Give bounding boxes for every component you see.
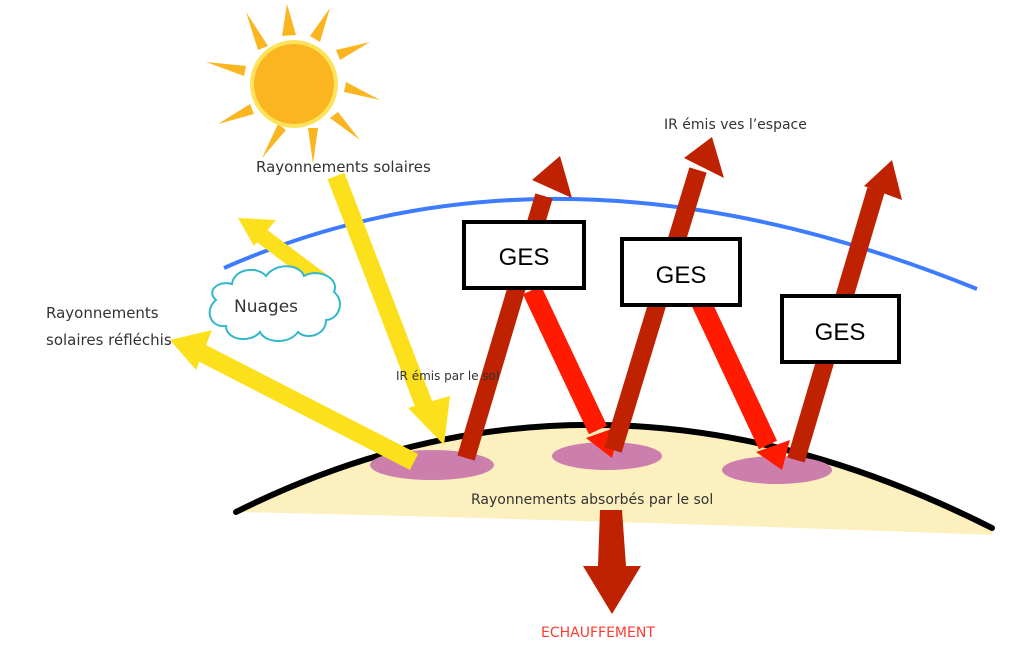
ir-down-arrow-2 (690, 295, 790, 470)
solar-incoming-arrow (327, 172, 450, 445)
label-reflected-line2: solaires réfléchis (46, 331, 172, 349)
label-ir-ground: IR émis par le sol (396, 369, 499, 383)
ges-label: GES (656, 262, 707, 289)
label-ir-space: IR émis ves l’espace (664, 117, 807, 133)
warming-arrow (583, 510, 641, 614)
reflected-ground-arrow (170, 330, 419, 471)
ges-label: GES (499, 244, 550, 271)
absorption-spot (552, 442, 662, 470)
ground-surface-line (233, 421, 995, 531)
label-absorbed: Rayonnements absorbés par le sol (471, 492, 713, 508)
ges-label: GES (815, 319, 866, 346)
ir-up-arrow-2 (604, 137, 724, 453)
ges-box: GES (620, 237, 742, 307)
cloud-icon (208, 265, 341, 342)
ges-box: GES (462, 220, 586, 290)
absorption-spot (722, 456, 832, 484)
ges-box: GES (780, 294, 901, 364)
sun-icon (206, 4, 380, 164)
label-clouds: Nuages (234, 297, 298, 317)
label-solar-radiation: Rayonnements solaires (256, 158, 431, 176)
label-reflected-line1: Rayonnements (46, 304, 159, 322)
label-warming: ECHAUFFEMENT (541, 625, 655, 641)
